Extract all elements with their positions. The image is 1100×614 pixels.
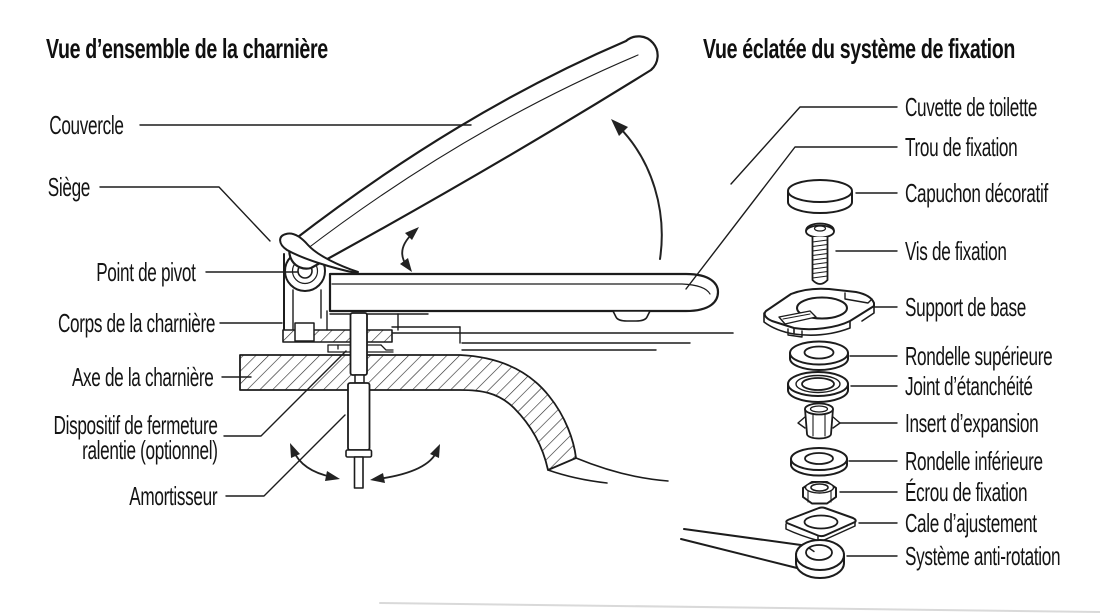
cropped-baseline (379, 602, 1100, 613)
lid (288, 35, 659, 270)
label-cale-ajustement: Cale d’ajustement (905, 508, 1037, 538)
damper-arrow-right (377, 450, 438, 480)
motion-arrows (290, 119, 663, 483)
label-dispositif-line2: ralentie (optionnel) (82, 435, 218, 465)
label-rondelle-superieure: Rondelle supérieure (905, 341, 1053, 371)
label-capuchon: Capuchon décoratif (905, 178, 1048, 208)
part-fixing-nut (802, 481, 837, 505)
label-point-de-pivot: Point de pivot (96, 257, 197, 287)
overview-title: Vue d’ensemble de la charnière (46, 33, 328, 64)
part-expansion-insert (797, 402, 841, 440)
label-trou-fixation: Trou de fixation (905, 132, 1018, 162)
leader-lines-exploded (685, 106, 898, 557)
part-lower-washer (790, 447, 848, 477)
seat (328, 272, 720, 322)
label-rondelle-inferieure: Rondelle inférieure (905, 446, 1043, 476)
part-adjustment-shim (785, 506, 857, 542)
seat-bumper (612, 310, 651, 322)
ceramic-platform (239, 326, 734, 484)
label-couvercle: Couvercle (49, 110, 125, 140)
label-corps-charniere: Corps de la charnière (57, 308, 215, 338)
part-seal (787, 371, 849, 403)
damper (345, 312, 373, 489)
part-anti-rotation (680, 528, 845, 579)
label-siege: Siège (47, 172, 91, 202)
label-systeme-anti-rotation: Système anti-rotation (905, 541, 1061, 571)
label-dispositif-line1: Dispositif de fermeture (53, 410, 218, 440)
label-dispositif: Dispositif de fermeture ralentie (option… (53, 410, 218, 465)
part-fixing-screw (805, 222, 835, 285)
label-support-base: Support de base (905, 292, 1026, 322)
label-cuvette: Cuvette de toilette (905, 92, 1038, 122)
part-upper-washer (789, 340, 849, 371)
label-vis-fixation: Vis de fixation (905, 236, 1007, 266)
label-ecrou-fixation: Écrou de fixation (905, 477, 1028, 507)
seat-back-lip (279, 232, 359, 274)
leader-lines-overview (99, 124, 472, 497)
lid-swing-arrow (617, 125, 663, 260)
part-base-support (763, 287, 875, 338)
label-joint-etancheite: Joint d’étanchéité (905, 371, 1033, 401)
label-amortisseur: Amortisseur (129, 481, 217, 511)
label-insert-expansion: Insert d’expansion (905, 408, 1039, 438)
exploded-title: Vue éclatée du système de fixation (703, 33, 1015, 64)
part-decorative-cap (787, 179, 853, 214)
label-axe-charniere: Axe de la charnière (72, 362, 214, 392)
